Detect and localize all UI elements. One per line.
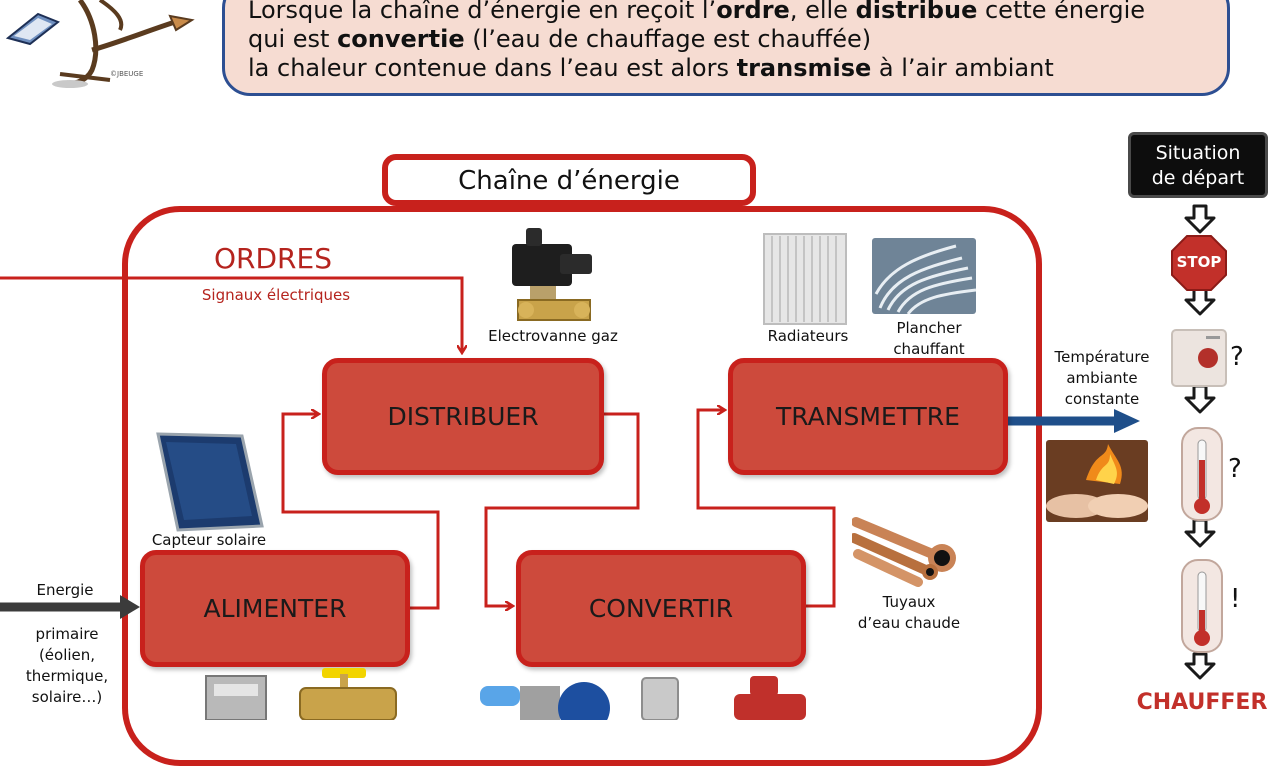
- ball-valve-icon: [292, 668, 400, 720]
- caption-radiateurs: Radiateurs: [756, 326, 860, 347]
- caption-electrovanne: Electrovanne gaz: [478, 326, 628, 347]
- output-label: Température ambiante constante: [1040, 347, 1164, 410]
- copper-pipes-icon: [852, 512, 960, 588]
- output-line-2: ambiante: [1040, 368, 1164, 389]
- thermometer-question: ?: [1228, 454, 1242, 484]
- caption-plancher-line2: chauffant: [870, 339, 988, 360]
- thermometer-exclamation: !: [1230, 584, 1240, 614]
- caption-plancher-line1: Plancher: [870, 318, 988, 339]
- box-convertir: CONVERTIR: [516, 550, 806, 667]
- chauffer-label: CHAUFFER: [1132, 690, 1272, 715]
- output-line-1: Température: [1040, 347, 1164, 368]
- output-line-3: constante: [1040, 389, 1164, 410]
- gas-burner-icon: [480, 680, 624, 720]
- thermometer-icon-1: [1180, 426, 1224, 522]
- thermostat-icon: [1170, 328, 1228, 388]
- input-energy-label: Energie: [18, 580, 112, 601]
- orders-label: ORDRES: [198, 242, 348, 275]
- start-line-2: de départ: [1131, 166, 1265, 191]
- gas-meter-icon: [204, 674, 268, 720]
- input-energy-details: primaire (éolien, thermique, solaire…): [12, 624, 122, 708]
- input-line-eolien: (éolien,: [12, 645, 122, 666]
- box-transmettre: TRANSMETTRE: [728, 358, 1008, 475]
- start-line-1: Situation: [1131, 141, 1265, 166]
- solar-panel-icon: [152, 430, 266, 532]
- thermometer-icon-2: [1180, 558, 1224, 654]
- input-line-primaire: primaire: [12, 624, 122, 645]
- floor-heating-icon: [872, 238, 976, 314]
- radiator-icon: [762, 228, 848, 326]
- caption-capteur: Capteur solaire: [140, 530, 278, 551]
- electrovalve-icon: [504, 222, 604, 330]
- input-line-thermique: thermique,: [12, 666, 122, 687]
- stop-sign-label: STOP: [1170, 253, 1228, 271]
- orders-sublabel: Signaux électriques: [186, 286, 366, 304]
- box-distribuer: DISTRIBUER: [322, 358, 604, 475]
- input-line-solaire: solaire…): [12, 687, 122, 708]
- circulator-pump-icon: [730, 676, 810, 720]
- caption-plancher: Plancher chauffant: [870, 318, 988, 360]
- caption-tuyaux-line2: d’eau chaude: [848, 613, 970, 634]
- caption-tuyaux: Tuyaux d’eau chaude: [848, 592, 970, 634]
- caption-tuyaux-line1: Tuyaux: [848, 592, 970, 613]
- box-alimenter: ALIMENTER: [140, 550, 410, 667]
- start-situation-box: Situation de départ: [1128, 132, 1268, 198]
- water-tank-icon: [640, 676, 680, 720]
- thermostat-question: ?: [1230, 342, 1244, 372]
- warm-feet-fire-icon: [1046, 440, 1148, 522]
